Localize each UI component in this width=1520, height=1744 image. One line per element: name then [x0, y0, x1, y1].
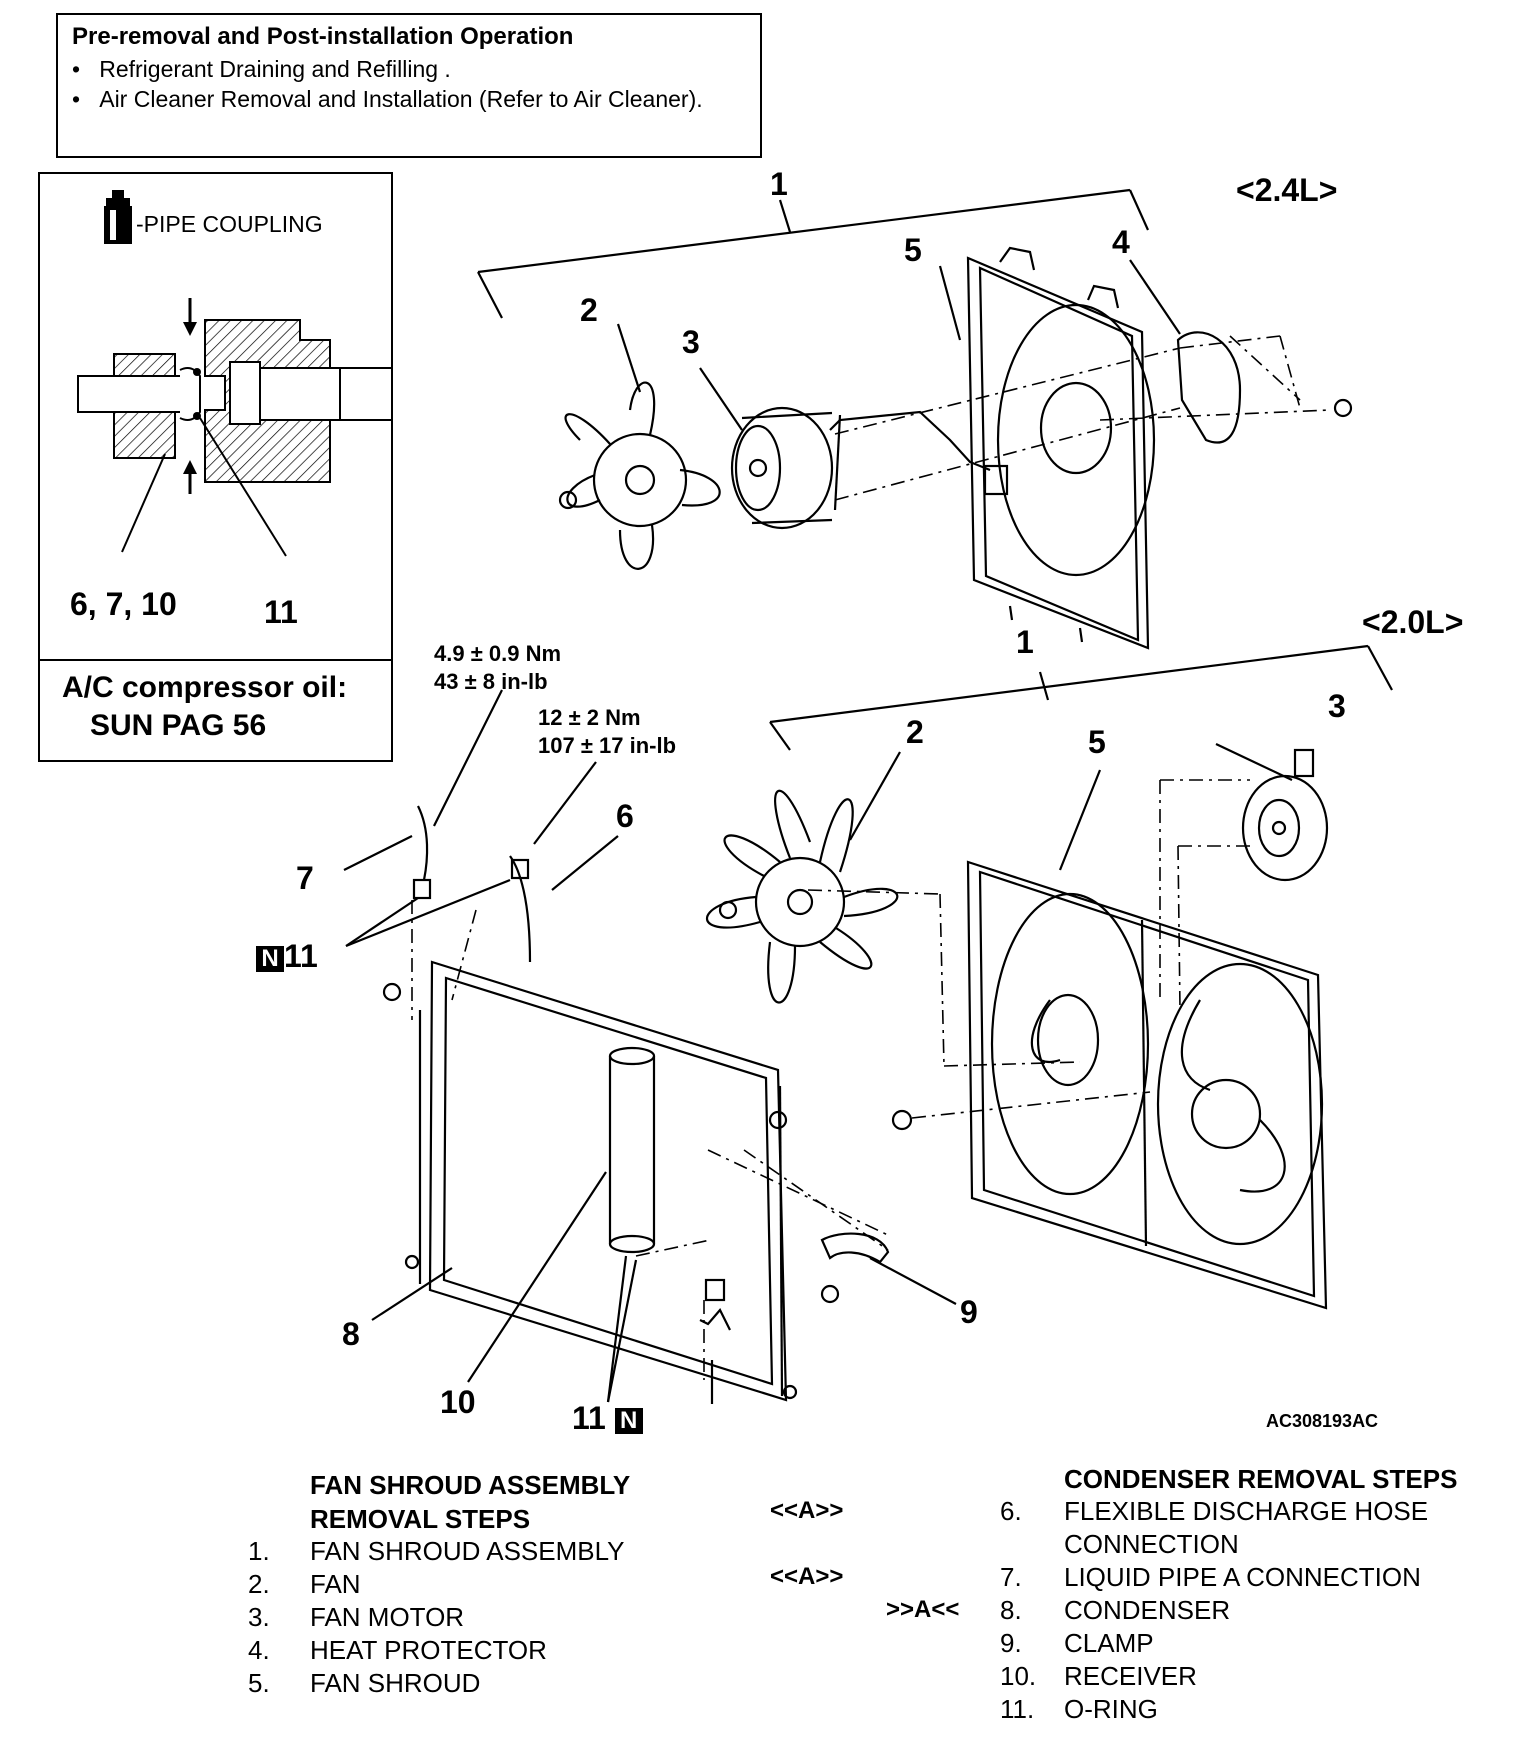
pre-removal-item-2: • Air Cleaner Removal and Installation (…: [72, 86, 703, 112]
callout-8: 8: [342, 1316, 360, 1352]
shroud-24: [966, 246, 1156, 650]
callout-9: 9: [960, 1294, 978, 1330]
figure-code: AC308193AC: [1266, 1411, 1379, 1431]
coupling-cross-section: [77, 298, 391, 557]
receiver: [608, 1046, 656, 1254]
pre-removal-box: Pre-removal and Post-installation Operat…: [56, 13, 762, 158]
callout-20-5: 5: [1088, 724, 1106, 760]
inset-callout-left: 6, 7, 10: [70, 586, 177, 622]
torque-1-nm: 4.9 ± 0.9 Nm: [434, 641, 562, 666]
coupling-label: -PIPE COUPLING: [136, 211, 323, 237]
condenser-step-9: 9.CLAMP: [1000, 1628, 1154, 1658]
variant-label-2-0l: <2.0L>: [1362, 604, 1464, 640]
fan-20: [705, 789, 899, 1004]
fan-steps-title-2: REMOVAL STEPS: [310, 1504, 531, 1534]
condenser-step-8: 8.CONDENSER: [1000, 1595, 1231, 1625]
heat-protector-24: [1176, 331, 1242, 444]
condenser-step-7: 7.LIQUID PIPE A CONNECTION: [1000, 1562, 1421, 1592]
condenser: [382, 960, 798, 1402]
condenser-step-7-mark: <<A>>: [770, 1563, 844, 1590]
bracket-24: [477, 188, 1150, 319]
fan-step-4: 4.HEAT PROTECTOR: [248, 1635, 547, 1665]
oil-can-icon: [104, 190, 132, 244]
motor-24: [730, 406, 834, 530]
fan-24: [564, 381, 721, 570]
condenser-step-8-mark: >>A<<: [886, 1596, 960, 1623]
condenser-step-6-line2: CONNECTION: [1064, 1529, 1239, 1559]
motor-20: [1241, 748, 1329, 882]
callout-20-3: 3: [1328, 688, 1346, 724]
callout-10: 10: [440, 1384, 476, 1420]
callout-24-3: 3: [682, 324, 700, 360]
inset-callout-right: 11: [264, 594, 298, 630]
torque-2-nm: 12 ± 2 Nm: [538, 705, 641, 730]
condenser-step-6: 6.FLEXIBLE DISCHARGE HOSE: [1000, 1496, 1429, 1526]
variant-label-2-4l: <2.4L>: [1236, 172, 1338, 208]
callout-20-1: 1: [1016, 624, 1034, 660]
clamp: [820, 1232, 890, 1264]
callout-7: 7: [296, 860, 314, 896]
pre-removal-item-1: • Refrigerant Draining and Refilling .: [72, 56, 451, 82]
fan-step-2: 2.FAN: [248, 1569, 361, 1599]
callout-24-5: 5: [904, 232, 922, 268]
fan-step-3: 3.FAN MOTOR: [248, 1602, 465, 1632]
callout-6: 6: [616, 798, 634, 834]
condenser-steps-title: CONDENSER REMOVAL STEPS: [1064, 1464, 1458, 1494]
condenser-step-6-mark: <<A>>: [770, 1497, 844, 1524]
inset-divider: [40, 659, 391, 661]
bracket-20: [769, 644, 1393, 751]
new-part-badge: N: [256, 945, 284, 972]
callout-11-bottom: 11 N: [572, 1402, 643, 1434]
pre-removal-title: Pre-removal and Post-installation Operat…: [72, 23, 574, 50]
fan-steps-title-1: FAN SHROUD ASSEMBLY: [310, 1470, 631, 1500]
torque-2-inlb: 107 ± 17 in-lb: [538, 733, 677, 758]
bullet-icon: •: [72, 86, 100, 112]
oil-label-line2: SUN PAG 56: [90, 709, 267, 742]
new-part-badge: N: [614, 1407, 643, 1434]
callout-24-1: 1: [770, 166, 788, 202]
callout-24-2: 2: [580, 292, 598, 328]
oil-label-line1: A/C compressor oil:: [62, 671, 348, 704]
callout-20-2: 2: [906, 714, 924, 750]
fan-step-1: 1.FAN SHROUD ASSEMBLY: [248, 1536, 625, 1566]
pipe-coupling-inset: -PIPE COUPLING 6, 7, 10 11 A/C compresso…: [38, 172, 393, 762]
condenser-step-11: 11.O-RING: [1000, 1694, 1158, 1724]
exploded-diagram: [343, 188, 1393, 1404]
callout-24-4: 4: [1112, 224, 1130, 260]
shroud-20: [966, 860, 1328, 1310]
torque-1-inlb: 43 ± 8 in-lb: [434, 669, 548, 694]
condenser-step-10: 10.RECEIVER: [1000, 1661, 1197, 1691]
fan-step-5: 5.FAN SHROUD: [248, 1668, 481, 1698]
bullet-icon: •: [72, 56, 100, 82]
